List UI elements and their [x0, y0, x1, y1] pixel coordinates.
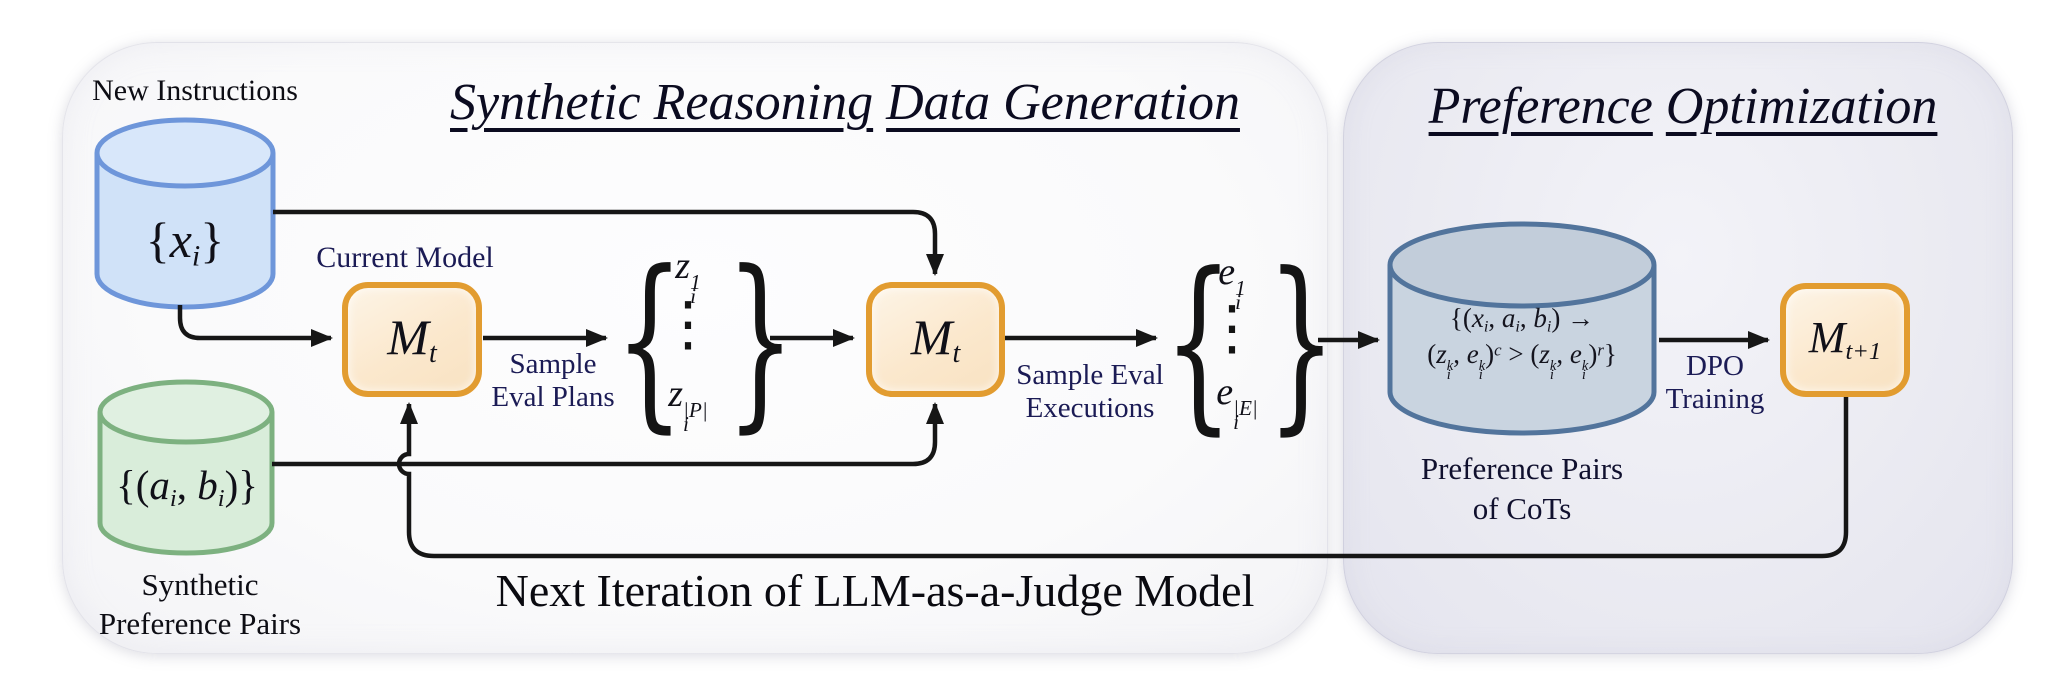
model-t-plus-1-box: Mt+1 [1780, 283, 1910, 397]
dpo-training-label: DPO Training [1665, 350, 1765, 415]
model-t-box-1: Mt [342, 282, 482, 397]
right-panel-title: Preference Optimization [1428, 78, 1938, 135]
left-panel-title: Synthetic Reasoning Data Generation [450, 74, 1240, 131]
model-t-box-2: Mt [866, 282, 1005, 397]
synthetic-preference-pairs-label: Synthetic Preference Pairs [98, 567, 302, 641]
instructions-set-label: {xi} [145, 212, 225, 273]
exec-set-dots: ⋮ [1202, 293, 1262, 363]
cot-formula-line1: {(xi, ai, bi) → [1449, 303, 1595, 336]
exec-last-item: e|E|i [1216, 371, 1258, 435]
plan-set-dots: ⋮ [658, 289, 718, 359]
next-iteration-label: Next Iteration of LLM-as-a-Judge Model [495, 565, 1255, 616]
preference-pairs-cots-label: Preference Pairs of CoTs [1420, 451, 1624, 526]
plan-last-item: z|P|i [668, 373, 708, 437]
exec-set-close-brace: } [1266, 233, 1337, 452]
plan-set-close-brace: } [725, 231, 796, 450]
sample-eval-plans-label: Sample Eval Plans [491, 348, 615, 413]
current-model-label: Current Model [316, 241, 494, 274]
sample-eval-executions-label: Sample Eval Executions [1016, 359, 1164, 424]
new-instructions-label: New Instructions [92, 74, 298, 107]
pairs-set-label: {(ai, bi)} [116, 462, 258, 512]
